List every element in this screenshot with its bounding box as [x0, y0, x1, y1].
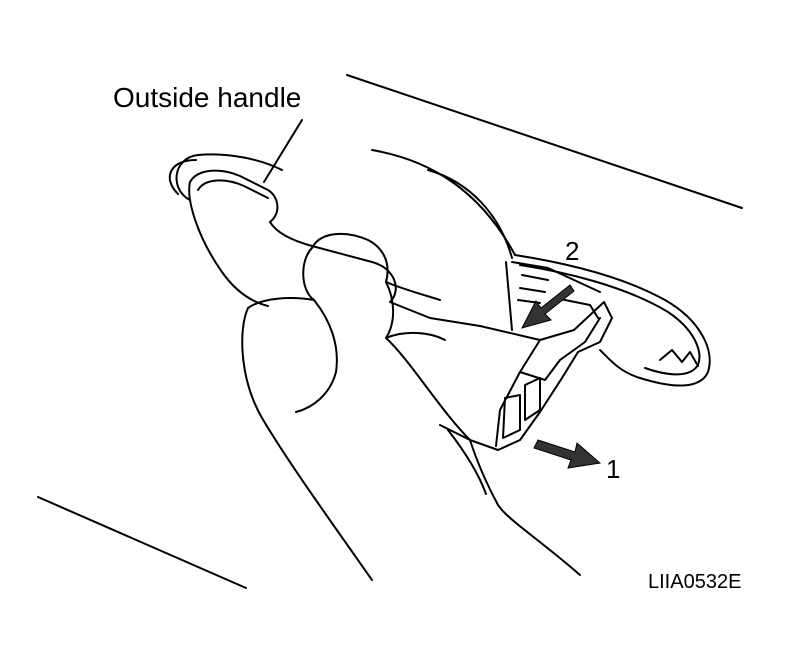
recess-ridge — [428, 170, 512, 258]
outside-handle-leader — [264, 120, 302, 182]
step-2-label: 2 — [565, 236, 580, 266]
door-recess-inner — [170, 160, 700, 374]
outside-handle-outline — [190, 171, 612, 450]
hand-finger-1 — [386, 282, 440, 300]
recess-notch — [660, 350, 698, 366]
step-1-label: 1 — [606, 454, 621, 484]
hand-finger-2 — [386, 333, 445, 340]
outside-handle-label: Outside handle — [113, 82, 302, 113]
handle-top-inner — [198, 180, 268, 198]
handle-end-slot — [525, 318, 600, 420]
handle-end-block — [496, 340, 560, 446]
handle-grip-edge — [189, 182, 268, 306]
arrow-push-icon — [522, 285, 574, 328]
door-edge-top — [347, 75, 742, 208]
door-edge-bottom — [38, 497, 246, 588]
hand-palm-line — [448, 430, 486, 494]
hand-thumb — [296, 300, 337, 412]
cylinder-opening — [506, 262, 600, 330]
hand-outline — [242, 234, 580, 580]
figure-code-label: LIIA0532E — [648, 571, 742, 593]
arrow-pull-icon — [534, 440, 600, 468]
